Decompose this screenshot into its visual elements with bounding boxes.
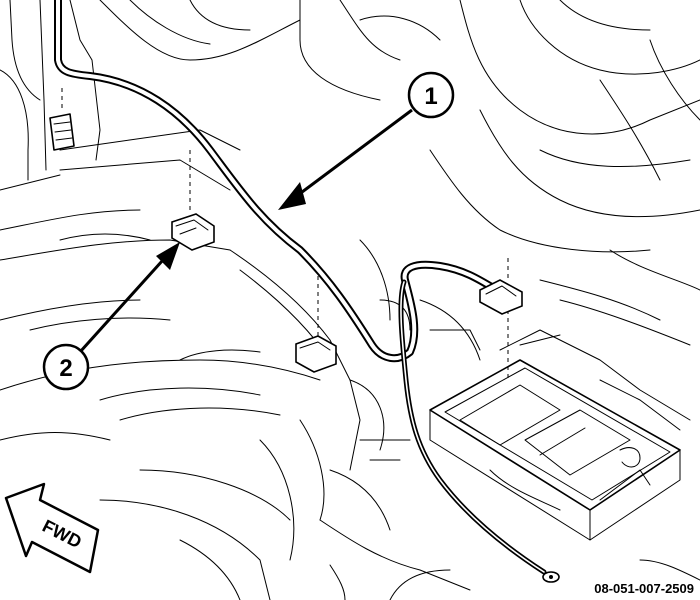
cable-clip-center xyxy=(171,213,215,251)
battery-cable xyxy=(54,0,504,363)
callout-1: 1 xyxy=(278,71,455,210)
callout-2-arrowhead xyxy=(156,242,180,270)
callout-2: 2 xyxy=(42,242,180,391)
forward-direction-indicator: FWD xyxy=(4,482,100,574)
fwd-arrow-icon xyxy=(4,482,100,574)
callout-1-arrowhead xyxy=(278,182,306,210)
cable-clip-lower xyxy=(295,335,337,373)
callout-2-number: 2 xyxy=(59,355,72,382)
callout-1-circle xyxy=(407,71,455,119)
callout-2-circle xyxy=(42,343,90,391)
alignment-guide-lines xyxy=(61,88,509,380)
figure-id: 08-051-007-2509 xyxy=(594,581,694,596)
ground-cable xyxy=(398,279,560,583)
callout-1-leader xyxy=(285,108,413,206)
cable-clip-right xyxy=(479,279,523,315)
callout-2-leader xyxy=(78,248,174,354)
cable-clip-upper xyxy=(49,113,75,151)
callout-1-number: 1 xyxy=(424,83,437,110)
